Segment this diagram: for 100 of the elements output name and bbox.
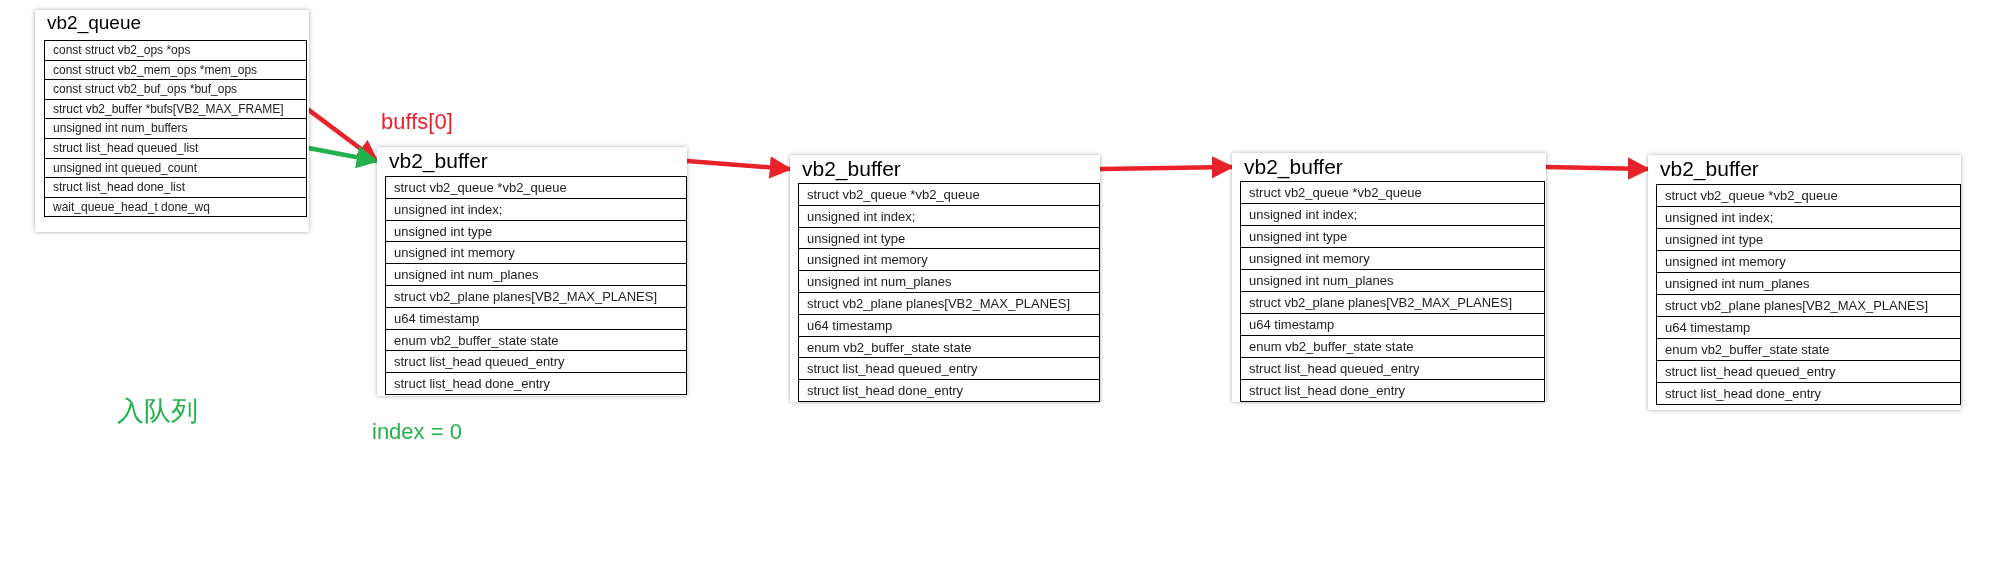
field-row bbox=[1240, 203, 1545, 226]
field-text: unsigned int memory bbox=[1665, 253, 1786, 271]
field-row bbox=[798, 248, 1100, 272]
field-row bbox=[1656, 228, 1961, 251]
field-text: u64 timestamp bbox=[1665, 319, 1751, 337]
edge-label: buffs[0] bbox=[381, 110, 453, 135]
field-text: struct vb2_plane planes[VB2_MAX_PLANES] bbox=[1249, 294, 1513, 312]
field-text: unsigned int memory bbox=[394, 244, 515, 263]
field-text: struct vb2_queue *vb2_queue bbox=[1665, 187, 1838, 205]
field-row bbox=[385, 372, 687, 395]
field-text: struct list_head queued_entry bbox=[394, 353, 565, 372]
field-text: unsigned int type bbox=[1249, 228, 1348, 246]
struct-card bbox=[35, 10, 309, 232]
field-text: struct list_head queued_entry bbox=[1665, 363, 1836, 381]
field-row bbox=[798, 204, 1100, 228]
field-text: unsigned int index; bbox=[807, 207, 916, 226]
field-row bbox=[798, 183, 1100, 206]
field-text: unsigned int memory bbox=[807, 251, 928, 270]
struct-card bbox=[1232, 153, 1546, 402]
field-row bbox=[1656, 184, 1961, 207]
struct-title: vb2_queue bbox=[47, 12, 142, 34]
field-text: struct list_head queued_entry bbox=[807, 360, 978, 379]
field-text: unsigned int num_planes bbox=[1249, 272, 1394, 290]
arrow bbox=[1099, 156, 1235, 179]
field-row bbox=[1656, 272, 1961, 295]
field-text: enum vb2_buffer_state state bbox=[807, 338, 972, 357]
field-row bbox=[1240, 313, 1545, 336]
field-text: unsigned int type bbox=[394, 222, 493, 241]
field-row bbox=[1656, 382, 1961, 405]
field-text: const struct vb2_buf_ops *buf_ops bbox=[53, 81, 238, 99]
struct-title: vb2_buffer bbox=[1660, 157, 1759, 181]
field-text: unsigned int num_planes bbox=[394, 266, 539, 285]
field-row bbox=[1656, 360, 1961, 383]
field-text: struct vb2_plane planes[VB2_MAX_PLANES] bbox=[807, 295, 1071, 313]
field-row bbox=[1656, 294, 1961, 317]
field-row bbox=[385, 285, 687, 308]
field-text: struct vb2_plane planes[VB2_MAX_PLANES] bbox=[1665, 297, 1929, 315]
field-row bbox=[44, 40, 307, 61]
field-text: struct vb2_queue *vb2_queue bbox=[394, 179, 567, 197]
field-text: u64 timestamp bbox=[1249, 316, 1335, 334]
field-row bbox=[385, 306, 687, 330]
field-text: unsigned int queued_count bbox=[53, 159, 198, 177]
field-row bbox=[798, 379, 1100, 402]
field-row bbox=[1240, 379, 1545, 402]
struct-card bbox=[377, 147, 687, 396]
struct-card bbox=[790, 155, 1100, 402]
field-text: struct list_head done_entry bbox=[1249, 382, 1406, 400]
field-text: unsigned int type bbox=[807, 229, 906, 248]
field-row bbox=[44, 177, 307, 198]
field-text: unsigned int index; bbox=[394, 200, 503, 219]
field-text: unsigned int index; bbox=[1665, 209, 1774, 227]
field-text: enum vb2_buffer_state state bbox=[394, 331, 559, 350]
field-text: unsigned int type bbox=[1665, 231, 1764, 249]
field-text: unsigned int memory bbox=[1249, 250, 1370, 268]
struct-title: vb2_buffer bbox=[1244, 155, 1343, 179]
field-row bbox=[385, 176, 687, 199]
field-row bbox=[1240, 181, 1545, 204]
struct-title: vb2_buffer bbox=[802, 157, 901, 181]
note-label: 入队列 bbox=[117, 397, 198, 427]
field-row bbox=[1656, 206, 1961, 229]
field-text: enum vb2_buffer_state state bbox=[1249, 338, 1414, 356]
field-text: struct vb2_buffer *bufs[VB2_MAX_FRAME] bbox=[53, 100, 284, 118]
field-row bbox=[1240, 225, 1545, 248]
field-row bbox=[798, 292, 1100, 315]
field-row bbox=[385, 197, 687, 221]
field-row bbox=[1240, 247, 1545, 270]
struct-card bbox=[1648, 155, 1961, 410]
field-text: struct vb2_queue *vb2_queue bbox=[807, 186, 980, 204]
field-row bbox=[385, 241, 687, 265]
field-text: struct list_head queued_list bbox=[53, 140, 199, 157]
field-row bbox=[1656, 338, 1961, 361]
field-text: struct list_head done_entry bbox=[807, 382, 964, 401]
field-text: struct vb2_queue *vb2_queue bbox=[1249, 184, 1422, 202]
field-row bbox=[385, 263, 687, 286]
field-row bbox=[44, 138, 307, 159]
field-text: struct list_head done_list bbox=[53, 179, 186, 197]
field-text: struct list_head done_entry bbox=[394, 375, 551, 394]
field-text: const struct vb2_ops *ops bbox=[53, 42, 191, 59]
field-row bbox=[1656, 316, 1961, 339]
field-text: unsigned int index; bbox=[1249, 206, 1358, 224]
field-text: struct list_head done_entry bbox=[1665, 385, 1822, 403]
field-row bbox=[798, 313, 1100, 337]
field-row bbox=[798, 357, 1100, 381]
index-caption: index = 0 bbox=[372, 420, 462, 445]
field-row bbox=[1656, 250, 1961, 273]
field-text: unsigned int num_buffers bbox=[53, 120, 188, 138]
field-text: const struct vb2_mem_ops *mem_ops bbox=[53, 61, 258, 79]
field-text: enum vb2_buffer_state state bbox=[1665, 341, 1830, 359]
field-text: u64 timestamp bbox=[807, 316, 893, 335]
field-row bbox=[385, 350, 687, 374]
field-row bbox=[1240, 357, 1545, 380]
field-row bbox=[1240, 291, 1545, 314]
field-row bbox=[44, 196, 307, 218]
field-text: unsigned int num_planes bbox=[807, 273, 952, 292]
field-text: unsigned int num_planes bbox=[1665, 275, 1810, 293]
arrow bbox=[686, 156, 793, 179]
field-row bbox=[1240, 269, 1545, 292]
field-text: u64 timestamp bbox=[394, 309, 480, 328]
arrow bbox=[306, 145, 380, 169]
arrow bbox=[1545, 157, 1651, 180]
